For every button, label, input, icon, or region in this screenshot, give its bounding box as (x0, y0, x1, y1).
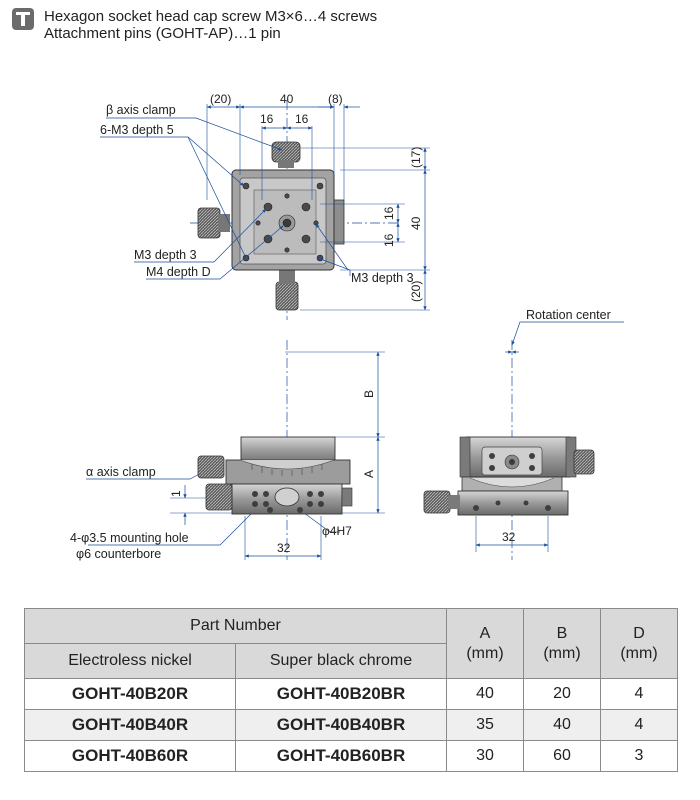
cell-a: 40 (446, 678, 524, 710)
bag-icon (12, 8, 34, 30)
part-number-header: Part Number (24, 608, 447, 644)
cell-nickel: GOHT-40B40R (24, 709, 236, 741)
accessory-notes: Hexagon socket head cap screw M3×6…4 scr… (12, 8, 452, 42)
dim-16-c: 16 (382, 206, 396, 220)
top-view: β axis clamp 6-M3 depth 5 M3 depth 3 M4 … (100, 92, 430, 320)
rotation-center-label: Rotation center (526, 308, 611, 322)
cell-nickel: GOHT-40B20R (24, 678, 236, 710)
m3-depth5-label: 6-M3 depth 5 (100, 123, 174, 137)
col-b-header: B (mm) (523, 608, 601, 679)
cell-a: 35 (446, 709, 524, 741)
col-a-header: A (mm) (446, 608, 524, 679)
table-row: GOHT-40B60R GOHT-40B60BR 30 60 3 (24, 740, 678, 772)
note-screws: Hexagon socket head cap screw M3×6…4 scr… (44, 8, 378, 25)
cell-a: 30 (446, 740, 524, 772)
alpha-clamp-label: α axis clamp (86, 465, 156, 479)
dim-40-top: 40 (280, 92, 294, 106)
dim-B: B (362, 390, 376, 398)
dim-32-front: 32 (277, 541, 291, 555)
dim-8-top: (8) (328, 92, 343, 106)
dim-17-right: (17) (409, 147, 423, 168)
beta-clamp-label: β axis clamp (106, 103, 176, 117)
cell-nickel: GOHT-40B60R (24, 740, 236, 772)
dim-20-right: (20) (409, 281, 423, 302)
cell-d: 4 (600, 678, 678, 710)
mount-hole-label: 4-φ3.5 mounting hole (70, 531, 189, 545)
spec-table: Part Number A (mm) B (mm) D (mm) Electro… (24, 608, 678, 772)
cell-b: 60 (523, 740, 601, 772)
dim-16-a: 16 (260, 112, 274, 126)
cell-b: 20 (523, 678, 601, 710)
electroless-header: Electroless nickel (24, 643, 236, 679)
cell-b: 40 (523, 709, 601, 741)
dim-1: 1 (169, 490, 183, 497)
m3-depth3-left-label: M3 depth 3 (134, 248, 197, 262)
cell-d: 3 (600, 740, 678, 772)
front-view: α axis clamp 4-φ3.5 mounting hole φ6 cou… (70, 340, 385, 561)
side-view: Rotation center 32 (423, 308, 624, 560)
dim-16-d: 16 (382, 233, 396, 247)
cell-chrome: GOHT-40B40BR (235, 709, 447, 741)
cell-chrome: GOHT-40B60BR (235, 740, 447, 772)
counterbore-label: φ6 counterbore (76, 547, 161, 561)
technical-drawing: β axis clamp 6-M3 depth 5 M3 depth 3 M4 … (70, 92, 624, 561)
m3-depth3-right-label: M3 depth 3 (351, 271, 414, 285)
dim-40-right: 40 (409, 216, 423, 230)
table-row: GOHT-40B40R GOHT-40B40BR 35 40 4 (24, 709, 678, 741)
dim-20-top: (20) (210, 92, 231, 106)
m4-depthD-label: M4 depth D (146, 265, 211, 279)
dim-h7: φ4H7 (322, 524, 352, 538)
table-row: GOHT-40B20R GOHT-40B20BR 40 20 4 (24, 678, 678, 710)
note-pins: Attachment pins (GOHT-AP)…1 pin (44, 25, 281, 42)
dim-16-b: 16 (295, 112, 309, 126)
cell-chrome: GOHT-40B20BR (235, 678, 447, 710)
dim-32-side: 32 (502, 530, 516, 544)
dim-A: A (362, 470, 376, 478)
black-chrome-header: Super black chrome (235, 643, 447, 679)
cell-d: 4 (600, 709, 678, 741)
col-d-header: D (mm) (600, 608, 678, 679)
